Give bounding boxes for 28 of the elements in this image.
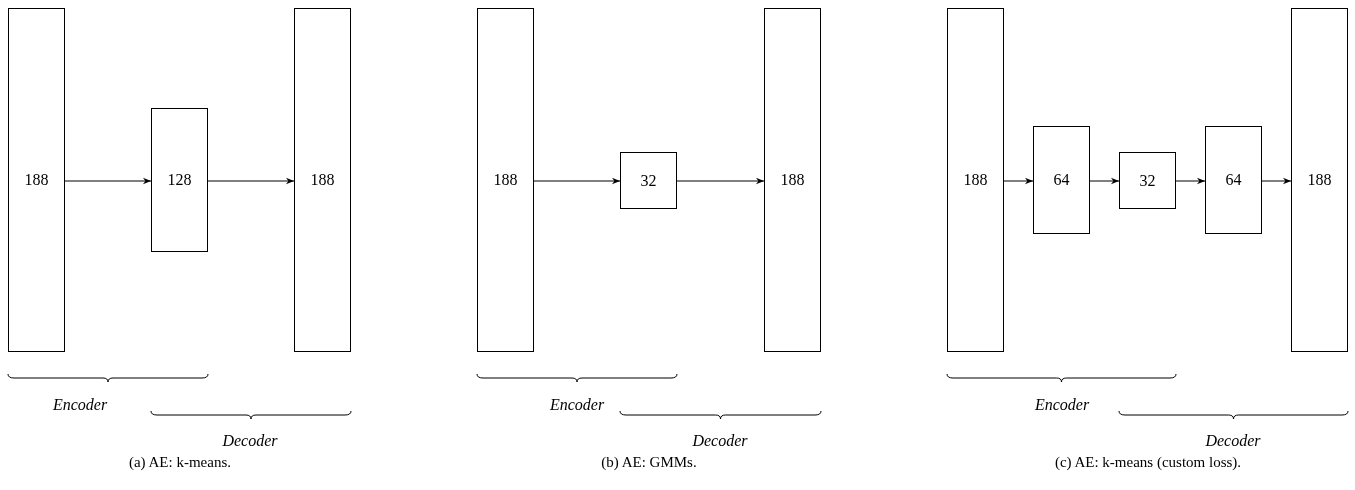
layer-box: 188	[947, 8, 1004, 352]
layer-box: 128	[151, 108, 208, 252]
brace-label: Decoder	[222, 432, 278, 450]
arrow	[1175, 177, 1206, 185]
subfigure-caption: (c) AE: k-means (custom loss).	[1054, 454, 1242, 471]
brace-label: Decoder	[692, 432, 748, 450]
arrow	[1261, 177, 1292, 185]
arrow	[64, 177, 152, 185]
layer-box: 188	[1291, 8, 1348, 352]
arrow	[207, 177, 295, 185]
layer-box: 32	[620, 152, 677, 209]
subfigure-caption: (b) AE: GMMs.	[601, 454, 697, 471]
arrow	[1003, 177, 1034, 185]
layer-box: 188	[8, 8, 65, 352]
layer-box: 64	[1033, 126, 1090, 234]
layer-box: 32	[1119, 152, 1176, 209]
arrow	[1089, 177, 1120, 185]
layer-box: 188	[477, 8, 534, 352]
brace-label: Encoder	[1034, 396, 1090, 414]
layer-box: 188	[294, 8, 351, 352]
layer-box: 64	[1205, 126, 1262, 234]
brace-label: Encoder	[52, 396, 108, 414]
arrow	[676, 177, 765, 185]
subfigure-caption: (a) AE: k-means.	[128, 454, 232, 471]
brace-label: Encoder	[549, 396, 605, 414]
arrow	[533, 177, 621, 185]
layer-box: 188	[764, 8, 821, 352]
brace-label: Decoder	[1205, 432, 1261, 450]
